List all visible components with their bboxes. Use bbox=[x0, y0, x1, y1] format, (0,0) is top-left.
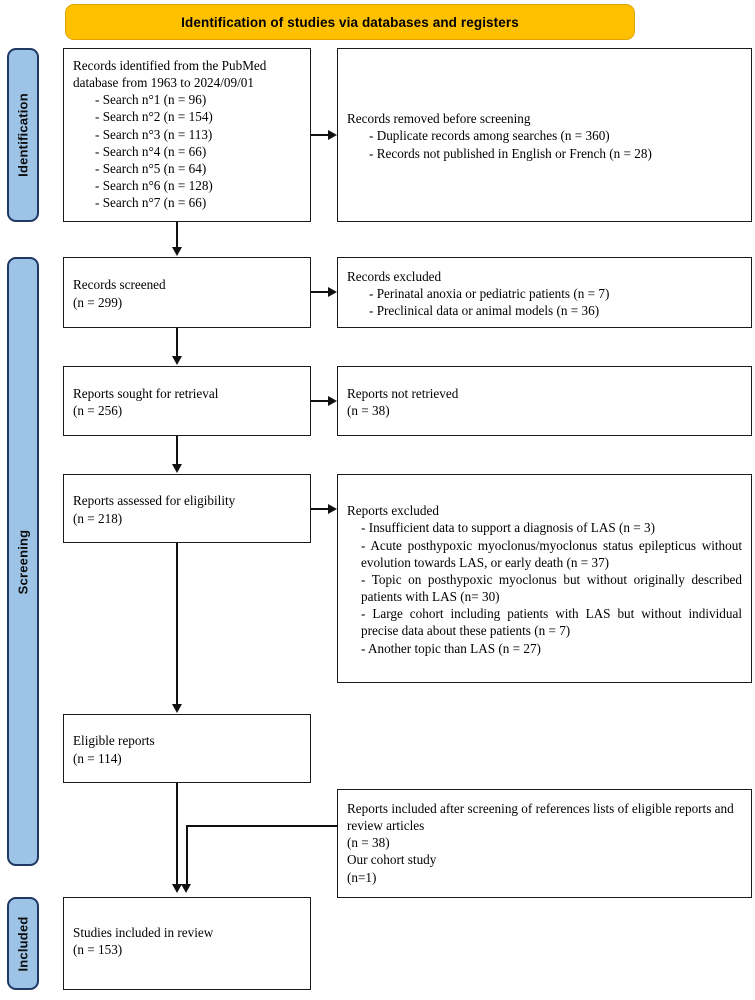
box-eligible-reports: Eligible reports (n = 114) bbox=[63, 714, 311, 783]
arrowhead-identified-to-removed bbox=[328, 129, 337, 140]
list-item: - Search n°5 (n = 64) bbox=[95, 160, 207, 176]
box-reports-not-retrieved: Reports not retrieved (n = 38) bbox=[337, 366, 752, 436]
arrowhead-screened-to-excluded bbox=[328, 286, 337, 297]
arrowhead-identified-to-screened bbox=[171, 247, 182, 256]
arrowhead-assessed-to-excluded bbox=[328, 503, 337, 514]
box-reports-sought-title: Reports sought for retrieval bbox=[73, 385, 219, 401]
box-records-excluded-body: Records excluded - Perinatal anoxia or p… bbox=[347, 268, 742, 319]
box-records-excluded-list: - Perinatal anoxia or pediatric patients… bbox=[369, 285, 742, 319]
arrowhead-eligible-to-included bbox=[171, 884, 182, 893]
connector-screened-to-excluded bbox=[311, 291, 329, 293]
box-reports-sought-count: (n = 256) bbox=[73, 403, 123, 418]
arrowhead-assessed-to-eligible bbox=[171, 704, 182, 713]
diagram-title-text: Identification of studies via databases … bbox=[181, 14, 519, 30]
box-records-removed-body: Records removed before screening - Dupli… bbox=[347, 110, 742, 161]
phase-band-identification: Identification bbox=[7, 48, 39, 222]
box-records-removed-title: Records removed before screening bbox=[347, 111, 531, 127]
list-item: - Topic on posthypoxic myoclonus but wit… bbox=[361, 571, 742, 605]
connector-identified-to-removed bbox=[311, 134, 329, 136]
phase-band-identification-label: Identification bbox=[15, 93, 31, 177]
connector-references-vertical bbox=[186, 825, 188, 885]
box-reports-excluded: Reports excluded - Insufficient data to … bbox=[337, 474, 752, 683]
box-reports-excluded-title: Reports excluded bbox=[347, 503, 439, 519]
arrowhead-screened-to-sought bbox=[171, 356, 182, 365]
box-records-excluded: Records excluded - Perinatal anoxia or p… bbox=[337, 257, 752, 328]
diagram-title-banner: Identification of studies via databases … bbox=[65, 4, 635, 40]
list-item: - Another topic than LAS (n = 27) bbox=[361, 640, 541, 656]
box-records-identified-list: - Search n°1 (n = 96) - Search n°2 (n = … bbox=[95, 91, 301, 211]
box-our-cohort-study-count: (n=1) bbox=[347, 869, 377, 885]
box-records-identified: Records identified from the PubMed datab… bbox=[63, 48, 311, 222]
box-reports-sought-body: Reports sought for retrieval (n = 256) bbox=[73, 385, 301, 419]
list-item: - Large cohort including patients with L… bbox=[361, 606, 742, 639]
box-reports-assessed-body: Reports assessed for eligibility (n = 21… bbox=[73, 492, 301, 526]
box-studies-included-title: Studies included in review bbox=[73, 925, 214, 940]
connector-eligible-to-included bbox=[176, 783, 178, 885]
box-reports-excluded-body: Reports excluded - Insufficient data to … bbox=[347, 502, 742, 656]
box-reports-not-retrieved-body: Reports not retrieved (n = 38) bbox=[347, 385, 742, 419]
list-item: - Records not published in English or Fr… bbox=[369, 145, 652, 161]
box-reports-included-references: Reports included after screening of refe… bbox=[337, 789, 752, 898]
list-item: - Search n°7 (n = 66) bbox=[95, 195, 207, 211]
box-records-removed-list: - Duplicate records among searches (n = … bbox=[369, 127, 742, 161]
list-item: - Acute posthypoxic myoclonus/myoclonus … bbox=[361, 537, 742, 570]
box-reports-assessed: Reports assessed for eligibility (n = 21… bbox=[63, 474, 311, 543]
box-eligible-reports-count: (n = 114) bbox=[73, 750, 122, 766]
arrowhead-references-to-included bbox=[181, 884, 192, 893]
connector-identified-to-screened bbox=[176, 222, 178, 248]
list-item: - Search n°4 (n = 66) bbox=[95, 143, 207, 159]
connector-assessed-to-eligible bbox=[176, 543, 178, 705]
list-item: - Search n°2 (n = 154) bbox=[95, 109, 213, 125]
box-records-excluded-title: Records excluded bbox=[347, 268, 442, 284]
phase-band-screening-label: Screening bbox=[15, 529, 31, 594]
box-reports-not-retrieved-count: (n = 38) bbox=[347, 403, 390, 418]
box-eligible-reports-title: Eligible reports bbox=[73, 733, 155, 749]
box-records-screened: Records screened (n = 299) bbox=[63, 257, 311, 328]
box-reports-excluded-list: - Insufficient data to support a diagnos… bbox=[361, 519, 742, 656]
arrowhead-sought-to-assessed bbox=[171, 464, 182, 473]
box-reports-included-references-title: Reports included after screening of refe… bbox=[347, 801, 734, 834]
box-reports-sought: Reports sought for retrieval (n = 256) bbox=[63, 366, 311, 436]
box-records-screened-title: Records screened bbox=[73, 277, 166, 293]
list-item: - Search n°6 (n = 128) bbox=[95, 178, 213, 194]
box-records-screened-body: Records screened (n = 299) bbox=[73, 276, 301, 310]
box-reports-not-retrieved-title: Reports not retrieved bbox=[347, 385, 459, 401]
box-records-removed: Records removed before screening - Dupli… bbox=[337, 48, 752, 222]
box-reports-assessed-title: Reports assessed for eligibility bbox=[73, 493, 236, 509]
box-our-cohort-study-title: Our cohort study bbox=[347, 852, 437, 868]
list-item: - Search n°3 (n = 113) bbox=[95, 126, 213, 142]
connector-references-horizontal bbox=[186, 825, 338, 827]
box-records-identified-title: Records identified from the PubMed datab… bbox=[73, 58, 267, 91]
box-records-screened-count: (n = 299) bbox=[73, 294, 123, 310]
connector-sought-to-notretrieved bbox=[311, 400, 329, 402]
list-item: - Preclinical data or animal models (n =… bbox=[369, 303, 600, 319]
connector-sought-to-assessed bbox=[176, 436, 178, 465]
box-reports-included-references-count: (n = 38) bbox=[347, 835, 390, 851]
phase-band-included: Included bbox=[7, 897, 39, 990]
list-item: - Perinatal anoxia or pediatric patients… bbox=[369, 285, 610, 301]
box-studies-included-count: (n = 153) bbox=[73, 942, 123, 958]
arrowhead-sought-to-notretrieved bbox=[328, 395, 337, 406]
phase-band-included-label: Included bbox=[15, 915, 31, 972]
list-item: - Duplicate records among searches (n = … bbox=[369, 128, 610, 144]
box-eligible-reports-body: Eligible reports (n = 114) bbox=[73, 732, 301, 766]
phase-band-screening: Screening bbox=[7, 257, 39, 866]
connector-assessed-to-excluded bbox=[311, 508, 329, 510]
box-reports-assessed-count: (n = 218) bbox=[73, 510, 123, 526]
list-item: - Insufficient data to support a diagnos… bbox=[361, 520, 655, 536]
list-item: - Search n°1 (n = 96) bbox=[95, 92, 207, 108]
connector-screened-to-sought bbox=[176, 328, 178, 357]
box-studies-included: Studies included in review (n = 153) bbox=[63, 897, 311, 990]
